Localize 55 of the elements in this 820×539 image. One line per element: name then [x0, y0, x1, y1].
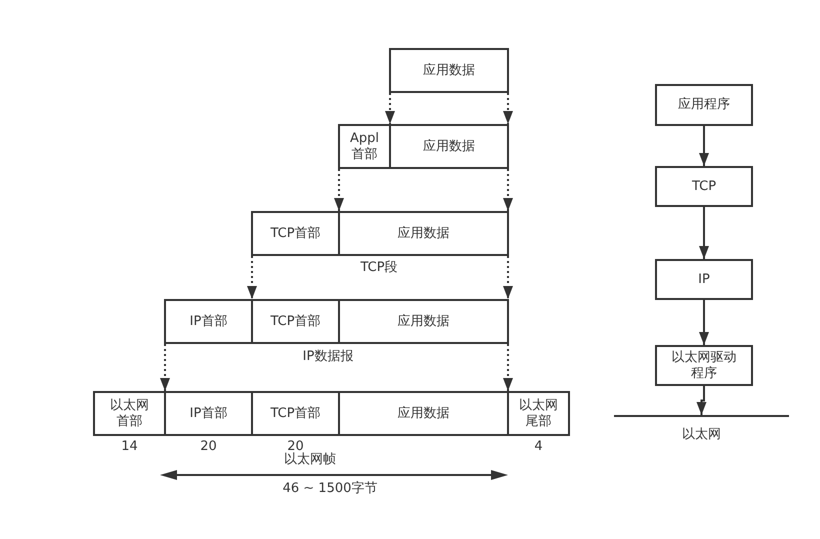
- header-field: [251, 299, 340, 344]
- arrow: [696, 386, 706, 415]
- arrow: [699, 300, 709, 345]
- layer-label: IP: [698, 272, 710, 288]
- payload-field: [338, 391, 509, 436]
- field-label: 应用数据: [398, 226, 450, 242]
- header-field: [338, 124, 391, 169]
- payload-field: [389, 48, 509, 93]
- payload-field: [338, 211, 509, 256]
- segment-caption: TCP段: [360, 260, 398, 276]
- field-label: TCP首部: [270, 226, 321, 242]
- dotted-arrow: [160, 344, 170, 391]
- dotted-arrow: [247, 256, 257, 299]
- layer-box: [655, 84, 753, 126]
- byte-count: 20: [200, 439, 217, 455]
- dotted-arrow: [503, 93, 513, 124]
- dotted-arrow: [503, 344, 513, 391]
- field-label: Appl 首部: [348, 130, 380, 162]
- length-caption: 46 ~ 1500字节: [282, 481, 378, 497]
- byte-count: 4: [534, 439, 543, 455]
- header-field: [251, 391, 340, 436]
- network-label: 以太网: [682, 427, 721, 443]
- header-field: [93, 391, 166, 436]
- dotted-arrow: [334, 169, 344, 211]
- byte-count: 14: [121, 439, 138, 455]
- layer-box: [655, 259, 753, 300]
- dotted-arrow: [503, 169, 513, 211]
- field-label: 应用数据: [423, 62, 475, 78]
- field-label: 应用数据: [423, 138, 475, 154]
- datagram-caption: IP数据报: [302, 349, 354, 365]
- field-label: 应用数据: [398, 406, 450, 422]
- header-field: [251, 211, 340, 256]
- field-label: 以太网尾部: [518, 398, 559, 430]
- field-label: TCP首部: [270, 406, 321, 422]
- arrow: [699, 126, 709, 166]
- dotted-arrow: [503, 256, 513, 299]
- header-field: [164, 299, 253, 344]
- frame-caption: 以太网帧: [284, 452, 336, 468]
- payload-field: [389, 124, 509, 169]
- layer-label: 以太网驱动程序: [670, 350, 738, 382]
- field-label: 应用数据: [398, 314, 450, 330]
- field-label: 以太网首部: [109, 398, 150, 430]
- trailer-field: [507, 391, 570, 436]
- layer-box: [655, 166, 753, 207]
- payload-field: [338, 299, 509, 344]
- byte-count: 20: [287, 439, 304, 454]
- layer-label: TCP: [692, 178, 716, 194]
- arrow: [699, 207, 709, 259]
- header-field: [164, 391, 253, 436]
- field-label: IP首部: [190, 314, 228, 330]
- field-label: IP首部: [190, 406, 228, 422]
- dotted-arrow: [385, 93, 395, 124]
- layer-label: 应用程序: [678, 97, 730, 113]
- layer-box: [655, 345, 753, 386]
- field-label: TCP首部: [270, 314, 321, 330]
